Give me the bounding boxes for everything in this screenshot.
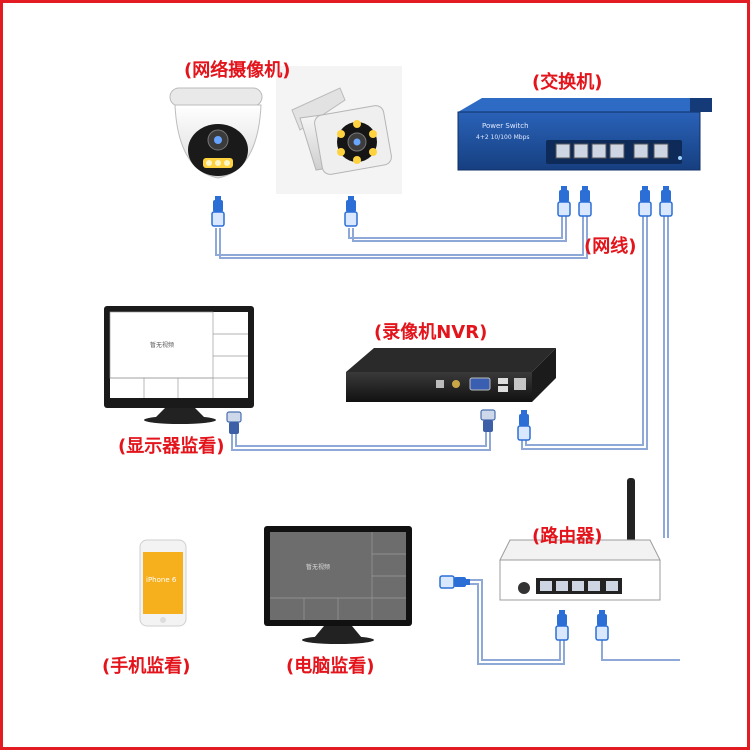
wifi-router — [499, 478, 661, 601]
label-nvr: (录像机NVR) — [374, 322, 488, 343]
network-switch — [457, 98, 712, 171]
display-monitor — [104, 306, 254, 424]
cable-dome-camera — [215, 215, 584, 256]
dome-camera-connector — [211, 195, 225, 227]
cable-router-computer — [458, 579, 561, 661]
label-cameras: (网络摄像机) — [184, 60, 291, 81]
cable-router-computer-inner — [458, 583, 565, 665]
computer-screen-text: 暂无视频 — [306, 564, 331, 571]
nvr-vga-connector — [480, 409, 496, 433]
dome-camera — [169, 87, 263, 179]
label-router: (路由器) — [532, 526, 603, 547]
label-switch: (交换机) — [532, 72, 603, 93]
cable-nvr-monitor-inner — [231, 428, 491, 451]
bullet-camera-connector — [344, 195, 358, 227]
nvr-network-connector — [517, 409, 531, 441]
monitor-screen-text: 暂无视频 — [150, 342, 175, 349]
cable-bullet-camera — [348, 215, 563, 239]
switch-spec-text: 4+2 10/100 Mbps — [476, 134, 530, 141]
switch-connector-3 — [638, 185, 652, 217]
cable-dome-camera-inner — [219, 215, 588, 259]
label-cable: (网线) — [584, 236, 637, 257]
nvr-recorder — [346, 348, 556, 402]
cable-nvr-monitor — [235, 428, 487, 447]
label-monitor: (显示器监看) — [118, 436, 225, 457]
router-side-connector — [439, 575, 471, 589]
label-computer: (电脑监看) — [286, 656, 375, 677]
network-cables — [215, 215, 680, 665]
cable-switch-nvr — [525, 215, 644, 446]
switch-connector-2 — [578, 185, 592, 217]
computer-monitor — [264, 526, 412, 644]
label-phone: (手机监看) — [102, 656, 191, 677]
cable-bullet-camera-inner — [352, 215, 567, 242]
monitor-vga-connector — [226, 411, 242, 435]
phone-screen-text: iPhone 6 — [146, 576, 177, 584]
bullet-camera — [276, 66, 402, 194]
switch-connector-4 — [659, 185, 673, 217]
smartphone — [139, 539, 187, 627]
router-connector-2 — [595, 609, 609, 641]
router-connector-1 — [555, 609, 569, 641]
cable-router-port2 — [601, 640, 680, 661]
switch-connector-1 — [557, 185, 571, 217]
switch-brand-text: Power Switch — [482, 122, 529, 130]
cable-switch-nvr-inner — [521, 215, 648, 450]
